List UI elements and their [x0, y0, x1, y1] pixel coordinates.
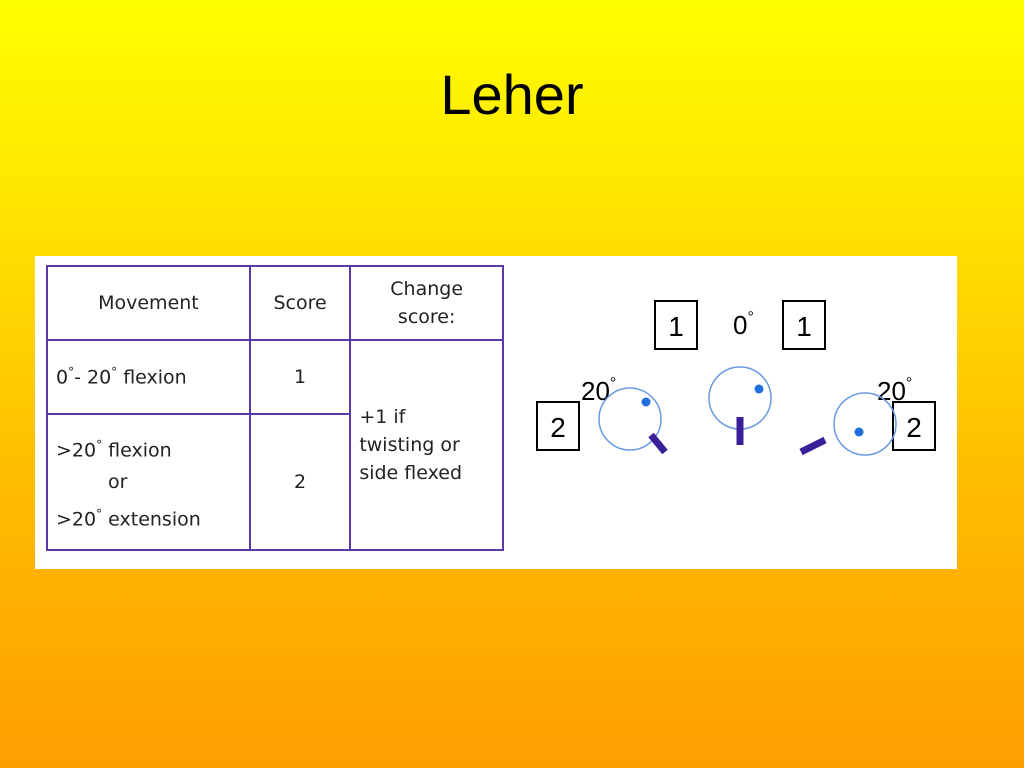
movement-flexion-0-20: 0°- 20° flexion: [46, 339, 251, 415]
header-change-score: Change score:: [349, 265, 504, 341]
score-box: [654, 300, 698, 350]
table-row: 0°- 20° flexion 1 +1 if twisting or side…: [46, 339, 504, 551]
header-change-line1: Change: [390, 278, 464, 300]
score-value-1: 1: [248, 339, 352, 415]
header-score: Score: [248, 265, 352, 341]
eye-dot: [754, 384, 764, 394]
neck-line: [799, 436, 827, 456]
score-box-label: 2: [550, 412, 566, 443]
score-box: [892, 401, 936, 451]
score-box-label: 2: [906, 412, 922, 443]
content-panel: Movement Score Change score: 0°- 20° fle…: [35, 256, 957, 569]
table-header-row: Movement Score Change score:: [46, 265, 504, 341]
eye-dot: [641, 397, 651, 407]
neck-angle-diagram: 1 1 2 2 0° 20° 20°: [536, 300, 936, 456]
slide-title: Leher: [440, 63, 584, 126]
change-line: +1 if: [359, 406, 406, 428]
angle-label-0: 0°: [733, 309, 754, 340]
score-box: [782, 300, 826, 350]
neck-line: [648, 432, 668, 455]
score-box-label: 1: [796, 311, 812, 342]
score-box: [536, 401, 580, 451]
angle-label-20-right: 20°: [877, 375, 912, 406]
head-circle-flexed: [598, 387, 662, 451]
header-change-line2: score:: [397, 306, 456, 328]
score-value-2: 2: [248, 413, 352, 551]
neck-score-table: Movement Score Change score: 0°- 20° fle…: [46, 265, 504, 551]
angle-label-20-left: 20°: [581, 375, 616, 406]
eye-dot: [854, 427, 864, 437]
table-row: >20° flexion or >20° extension 2: [46, 413, 503, 551]
header-movement: Movement: [46, 265, 251, 341]
change-line: side flexed: [359, 462, 463, 484]
movement-flexion-extension-over-20: >20° flexion or >20° extension: [46, 413, 251, 551]
score-box-label: 1: [668, 311, 684, 342]
change-line: twisting or: [359, 434, 460, 456]
change-score-cell: +1 if twisting or side flexed: [349, 339, 504, 551]
head-circle-extended: [833, 392, 897, 456]
